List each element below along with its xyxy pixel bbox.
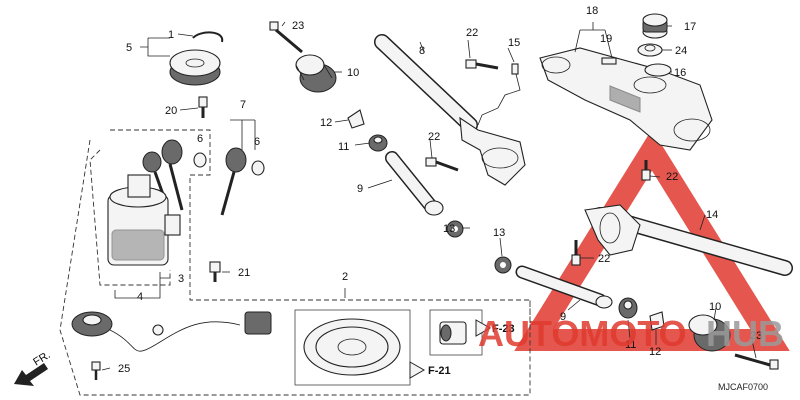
callout-9a: 9: [357, 183, 363, 195]
front-arrow-icon: FR.: [14, 349, 53, 386]
bolt-22-a: [465, 59, 499, 70]
callout-20: 20: [165, 105, 177, 117]
callout-25: 25: [118, 363, 130, 375]
callout-21: 21: [238, 267, 250, 279]
callout-13b: 13: [493, 227, 505, 239]
bolt-22-c: [641, 160, 651, 181]
callout-11b: 11: [625, 339, 636, 351]
snap-ring: [192, 31, 224, 43]
handlebar-right: [584, 204, 793, 276]
warning-triangle-icon: [514, 129, 790, 351]
inner-tube-9-top: [385, 151, 444, 216]
washer-16: [644, 63, 672, 77]
bolt-22-b: [425, 157, 459, 172]
bolt-23-bottom: [734, 353, 779, 370]
callout-16: 16: [674, 67, 686, 79]
watermark: AUTOMOTO HUB: [478, 313, 784, 354]
callout-24: 24: [675, 45, 687, 57]
wire-guide: [477, 69, 521, 126]
assembly-outline-ignition: [59, 129, 531, 396]
callout-22d: 22: [598, 253, 610, 265]
callout-12b: 12: [649, 346, 661, 358]
handlebar-left: [374, 34, 526, 186]
callout-10b: 10: [709, 301, 721, 313]
ref-arrow-f21: [409, 361, 426, 379]
callout-5: 5: [126, 42, 132, 54]
immobilizer-harness: [71, 311, 272, 352]
callout-23b: 23: [750, 330, 762, 342]
diagram-code: MJCAF0700: [718, 382, 768, 392]
bolt-25: [91, 361, 101, 380]
callout-1: 1: [168, 29, 174, 41]
callout-14: 14: [706, 209, 718, 221]
seat-cap: [169, 49, 221, 86]
callout-13a: 13: [443, 223, 455, 235]
steering-stem-cap: [642, 13, 668, 39]
clip-12-top: [347, 109, 365, 129]
callout-11a: 11: [338, 141, 349, 153]
bolt-22-d: [571, 240, 581, 266]
clip-12-bottom: [649, 311, 665, 331]
fuel-cap: [303, 318, 401, 376]
callout-2: 2: [342, 271, 348, 283]
callout-9b: 9: [560, 311, 566, 323]
callout-7: 7: [240, 99, 246, 111]
callout-6b: 6: [254, 136, 260, 148]
callout-6a: 6: [197, 133, 203, 145]
top-bridge: [539, 47, 713, 151]
callout-23a: 23: [292, 20, 304, 32]
callout-4: 4: [137, 291, 143, 303]
ignition-lock-body: [107, 174, 181, 266]
nut-13-top: [446, 220, 464, 238]
callout-22c: 22: [666, 171, 678, 183]
callout-15: 15: [508, 37, 520, 49]
front-label: FR.: [31, 349, 52, 369]
ref-arrow-f23: [475, 319, 492, 337]
bar-end-weight-top: [295, 54, 337, 93]
callout-17: 17: [684, 21, 696, 33]
callout-12a: 12: [320, 117, 332, 129]
o-ring-6b: [251, 160, 265, 176]
ref-f23: F-23: [492, 323, 515, 335]
stem-nut-24: [637, 43, 663, 57]
bolt-23-top: [269, 21, 303, 54]
seat-lock: [439, 321, 467, 345]
clamp-15: [511, 63, 519, 75]
leader-lines: [101, 21, 757, 371]
nut-13-bottom: [494, 256, 512, 274]
collar-11-bottom: [618, 297, 638, 319]
callout-8: 8: [419, 45, 425, 57]
ref-f21: F-21: [428, 365, 451, 377]
inner-tube-9-bottom: [515, 265, 613, 309]
watermark-text-red: AUTOMOTO: [478, 313, 687, 354]
plate-19: [601, 57, 617, 65]
bar-end-weight-bottom: [688, 314, 731, 352]
key-left: [142, 139, 184, 211]
callout-3: 3: [178, 273, 184, 285]
watermark-text-grey: HUB: [706, 313, 784, 354]
key-right: [220, 147, 247, 216]
callout-22b: 22: [428, 131, 440, 143]
callout-labels: 1 2 3 4 5 6 6 7 8 9 9 10 10 11 11 12 12 …: [118, 5, 768, 392]
inset-fuel-cap: [294, 309, 411, 386]
callout-22a: 22: [466, 27, 478, 39]
callout-18: 18: [586, 5, 598, 17]
bolt-20: [198, 96, 208, 118]
callout-19: 19: [600, 33, 612, 45]
bolt-21: [209, 261, 221, 282]
callout-10a: 10: [347, 67, 359, 79]
assembly-outline-lock: [89, 149, 171, 286]
o-ring-6a: [193, 152, 207, 168]
collar-11-top: [368, 134, 388, 152]
